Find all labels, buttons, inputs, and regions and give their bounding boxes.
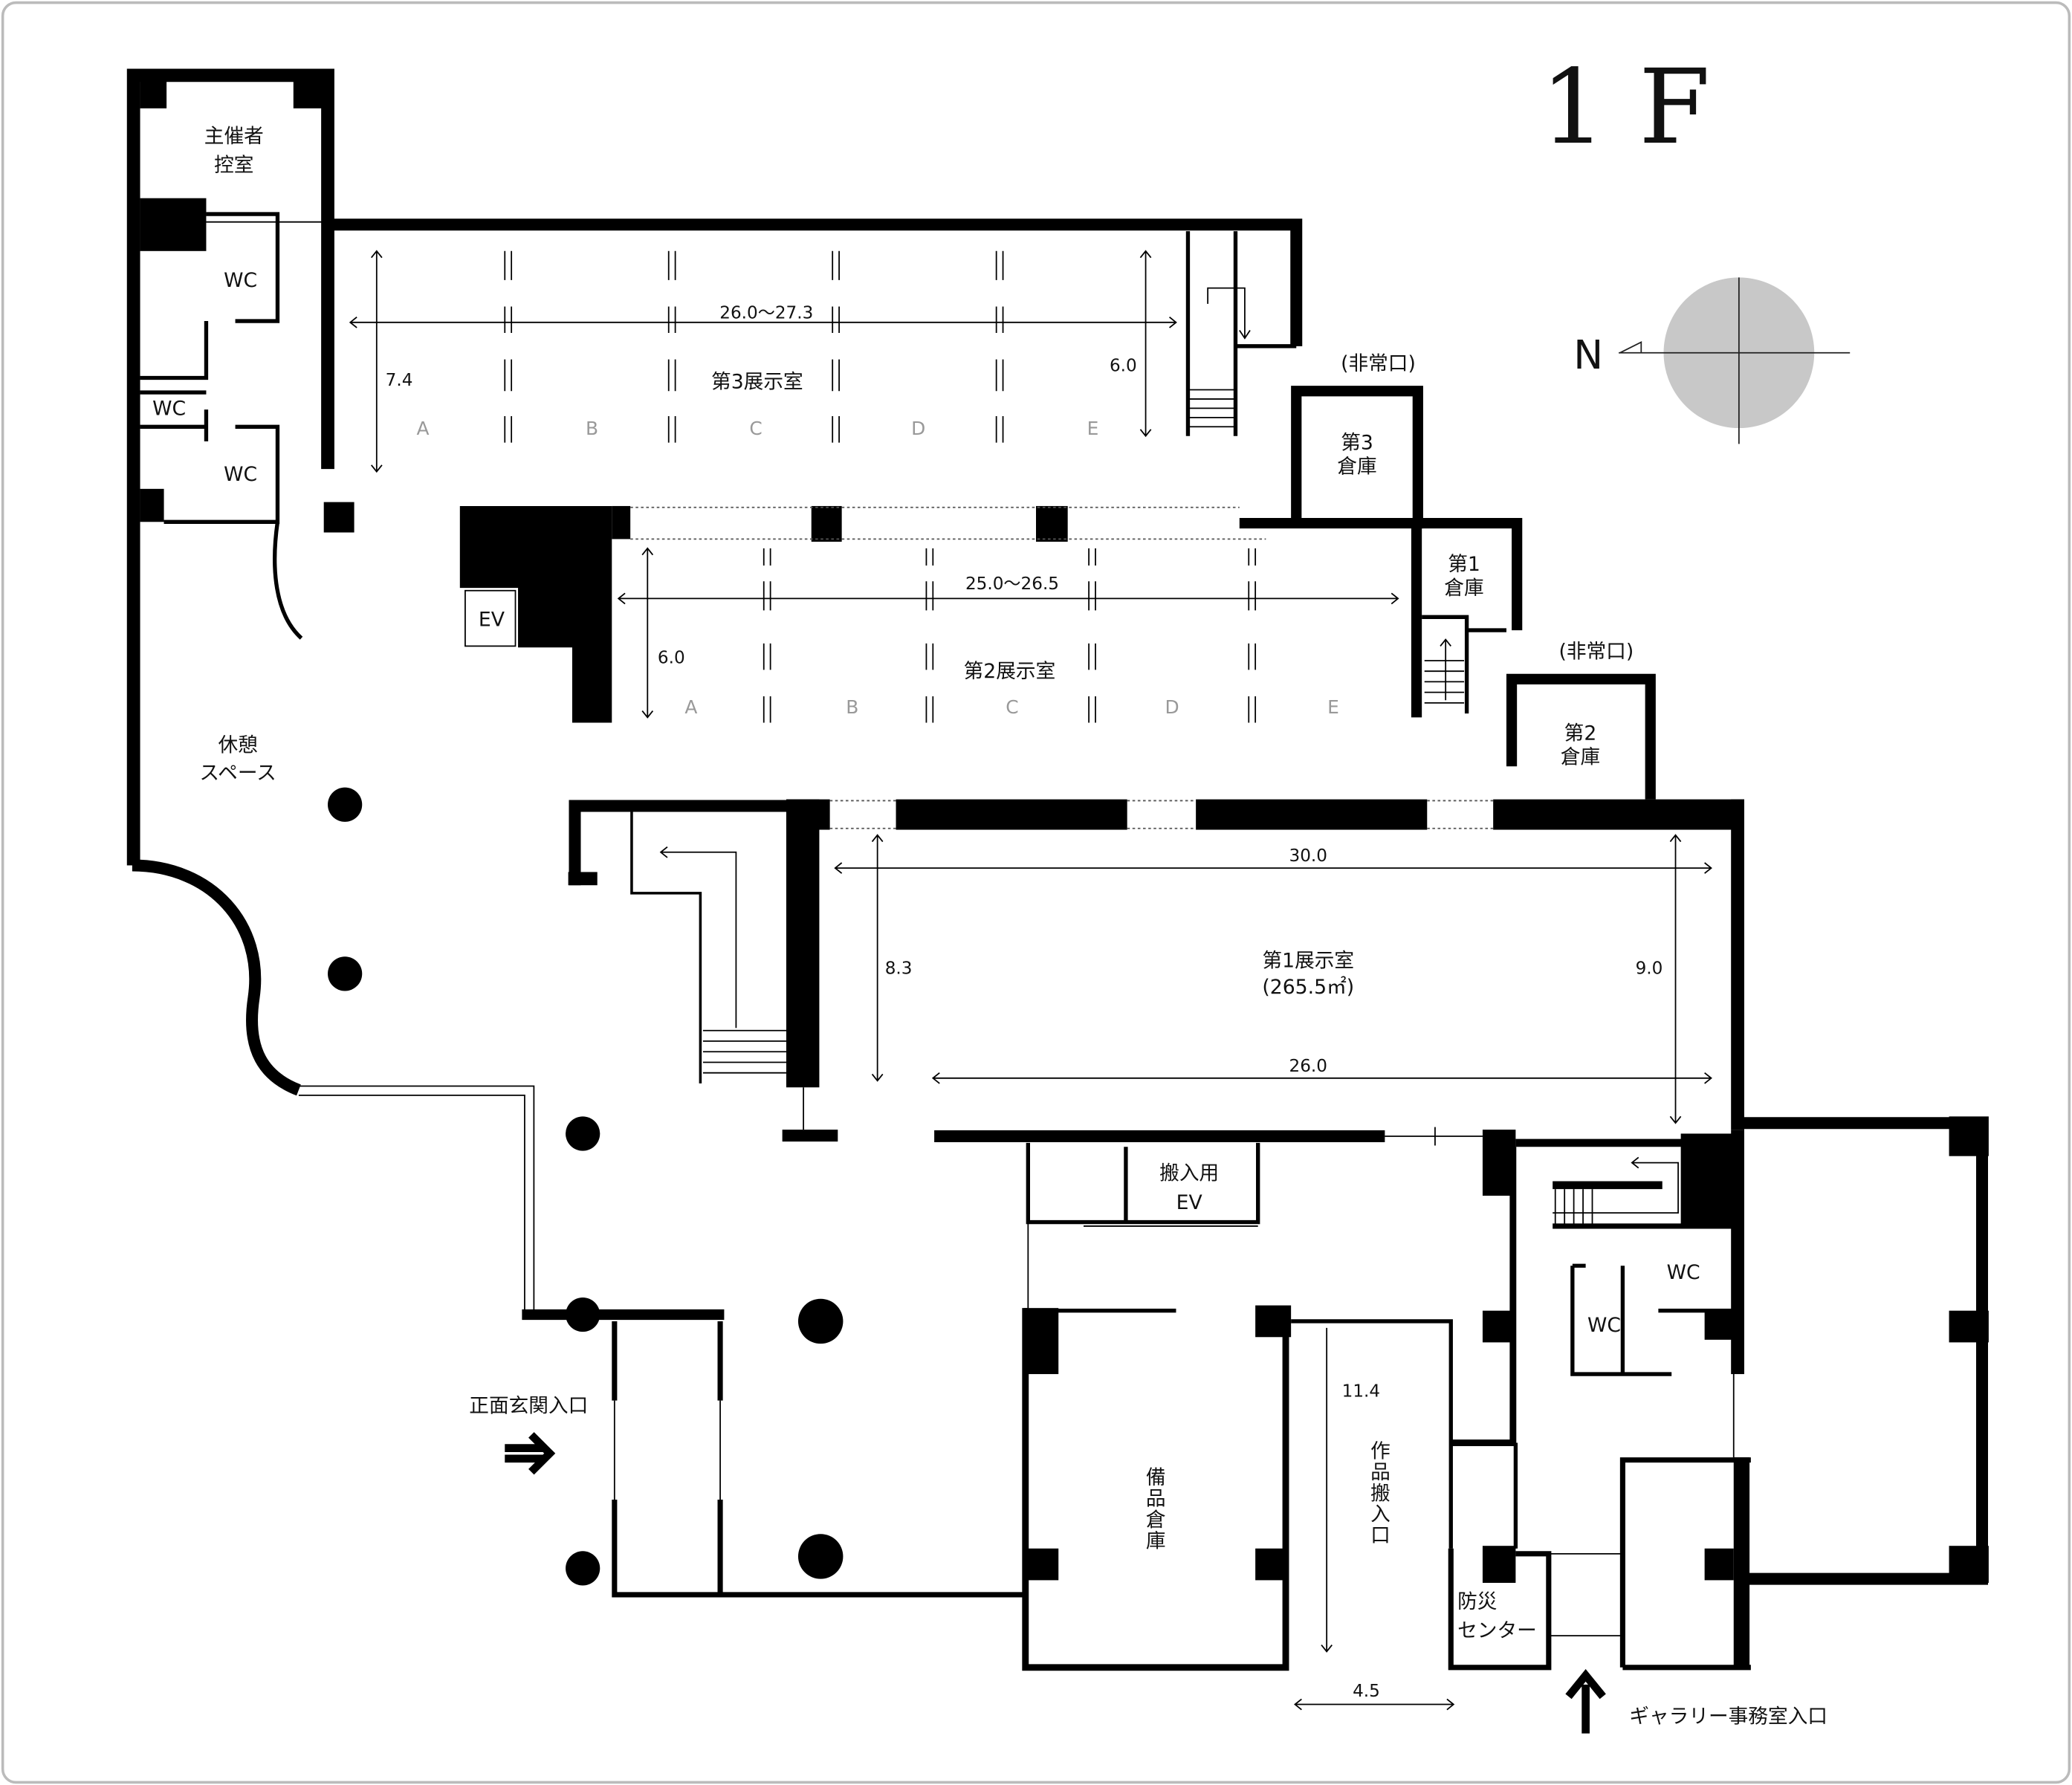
wc-label: WC: [1587, 1314, 1621, 1337]
equipment-storage-label: 備品倉庫: [1142, 1467, 1165, 1552]
emergency-exit-label: (非常口): [1558, 640, 1634, 663]
loading-ev-label: EV: [1176, 1191, 1203, 1214]
ev-label: EV: [479, 609, 505, 632]
storage2-label: 倉庫: [1561, 746, 1600, 769]
exhibit2-walls: [459, 505, 1523, 723]
emergency-exit-label: (非常口): [1341, 352, 1416, 375]
exhibit3-width-dim: 26.0〜27.3: [719, 303, 813, 323]
exhibit2-label: 第2展示室: [964, 660, 1056, 683]
exhibit3-grid-lines: [504, 250, 1004, 443]
loading-entrance-depth-dim: 11.4: [1342, 1381, 1380, 1401]
exhibit1-walls: [568, 799, 1744, 1146]
main-entrance-label: 正面玄関入口: [469, 1395, 588, 1418]
wc-label: WC: [1667, 1261, 1700, 1284]
north-label: N: [1573, 331, 1603, 378]
exhibit3-walls: [328, 218, 1303, 473]
arrow-up-icon: [1565, 1668, 1606, 1734]
exhibit3-depth-left-dim: 7.4: [386, 371, 413, 390]
exhibit3-grid-label: A: [417, 418, 430, 439]
loading-ev-label: 搬入用: [1159, 1162, 1219, 1185]
exhibit2-depth-dim: 6.0: [658, 649, 685, 668]
exhibit3-grid-label: C: [749, 418, 762, 439]
disaster-center-label: センター: [1457, 1619, 1537, 1642]
exhibit3-grid-label: E: [1087, 418, 1099, 439]
storage2-walls: [1506, 673, 1656, 800]
exhibit2-grid-label: A: [684, 696, 697, 718]
exhibit2-grid-label: B: [846, 696, 858, 718]
wc-label: WC: [152, 397, 186, 420]
exhibit1-depth-right-dim: 9.0: [1636, 959, 1663, 978]
exhibit2-grid-label: C: [1006, 696, 1018, 718]
exhibit2-width-dim: 25.0〜26.5: [965, 574, 1059, 594]
exhibit3-grid-label: D: [911, 418, 925, 439]
gallery-office-entrance-label: ギャラリー事務室入口: [1629, 1705, 1827, 1728]
lounge-label: スペース: [199, 762, 276, 785]
exhibit3-label: 第3展示室: [711, 371, 803, 394]
storage3-label: 第3: [1341, 432, 1373, 455]
organizer-room-label: 控室: [214, 154, 253, 177]
storage1-label: 倉庫: [1444, 577, 1483, 600]
walls-lower: [612, 1116, 1989, 1711]
loading-entrance-label: 作品搬入口: [1367, 1440, 1390, 1546]
exhibit1-label: 第1展示室: [1262, 949, 1354, 972]
exhibit2-grid-label: E: [1327, 696, 1339, 718]
loading-entrance-width-dim: 4.5: [1353, 1682, 1380, 1701]
disaster-center-label: 防災: [1457, 1590, 1497, 1613]
floor-title: 1 F: [1541, 47, 1711, 167]
storage3-label: 倉庫: [1337, 456, 1376, 479]
wc-label: WC: [224, 269, 257, 292]
walls-left-wing: [126, 68, 725, 1321]
exhibit1-depth-left-dim: 8.3: [885, 959, 913, 978]
exhibit2-grid-label: D: [1165, 696, 1179, 718]
exhibit1-width-bottom-dim: 26.0: [1289, 1057, 1327, 1076]
columns: [328, 787, 844, 1586]
arrow-right-icon: [505, 1432, 556, 1475]
storage1-label: 第1: [1448, 553, 1480, 576]
exhibit1-area: (265.5㎡): [1262, 976, 1354, 999]
storage3-walls: [1291, 386, 1423, 529]
storage2-label: 第2: [1564, 722, 1597, 745]
compass-icon: [1619, 277, 1851, 444]
exhibit3-grid-label: B: [586, 418, 598, 439]
lounge-label: 休憩: [218, 734, 257, 757]
wc-label: WC: [224, 463, 257, 486]
organizer-room-label: 主催者: [204, 125, 264, 148]
exhibit3-depth-right-dim: 6.0: [1110, 357, 1137, 376]
exhibit1-width-top-dim: 30.0: [1289, 846, 1327, 866]
